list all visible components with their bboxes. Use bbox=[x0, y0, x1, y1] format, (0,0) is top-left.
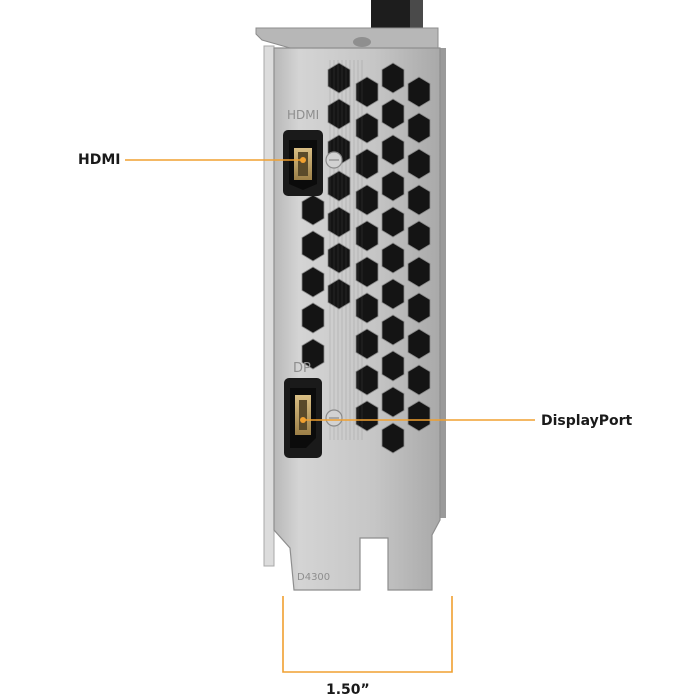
vent-cutout bbox=[355, 112, 379, 144]
vent-cutout bbox=[301, 302, 325, 334]
vent-cutout bbox=[327, 242, 351, 274]
vent-cutout bbox=[301, 194, 325, 226]
bracket-label-model: D4300 bbox=[297, 572, 330, 583]
bracket-right-edge bbox=[440, 48, 446, 518]
bracket-label-hdmi: HDMI bbox=[287, 108, 319, 122]
vent-cutout bbox=[407, 256, 431, 288]
vent-cutout bbox=[327, 170, 351, 202]
hdmi-callout-label: HDMI bbox=[78, 152, 121, 168]
vent-cutout bbox=[301, 338, 325, 370]
vent-cutout bbox=[407, 184, 431, 216]
vent-cutout bbox=[381, 134, 405, 166]
screw-slot bbox=[353, 37, 371, 47]
vent-cutout bbox=[327, 278, 351, 310]
displayport-callout-label: DisplayPort bbox=[541, 413, 633, 429]
width-dimension-bracket bbox=[282, 596, 453, 673]
vent-cutout bbox=[407, 112, 431, 144]
vent-cutout bbox=[381, 350, 405, 382]
vent-cutout bbox=[327, 98, 351, 130]
vent-cutout bbox=[407, 328, 431, 360]
width-dimension-label: 1.50” bbox=[326, 682, 370, 698]
vent-cutout bbox=[381, 422, 405, 454]
vent-cutout bbox=[355, 328, 379, 360]
bracket-side-flange bbox=[263, 45, 275, 567]
vent-cutout bbox=[407, 220, 431, 252]
vent-grid bbox=[301, 60, 431, 454]
hdmi-callout-dot bbox=[300, 157, 306, 163]
vent-cutout bbox=[355, 256, 379, 288]
vent-cutout bbox=[407, 364, 431, 396]
vent-cutout bbox=[381, 98, 405, 130]
vent-cutout bbox=[381, 206, 405, 238]
vent-cutout bbox=[301, 266, 325, 298]
cable-stub-edge bbox=[410, 0, 423, 30]
vent-cutout bbox=[407, 400, 431, 432]
vent-cutout bbox=[355, 364, 379, 396]
vent-cutout bbox=[355, 220, 379, 252]
vent-cutout bbox=[355, 292, 379, 324]
vent-cutout bbox=[407, 292, 431, 324]
bracket-top-tab bbox=[255, 27, 439, 49]
vent-cutout bbox=[381, 62, 405, 94]
vent-cutout bbox=[327, 62, 351, 94]
vent-cutout bbox=[355, 400, 379, 432]
vent-cutout bbox=[355, 148, 379, 180]
vent-cutout bbox=[381, 242, 405, 274]
vent-cutout bbox=[381, 386, 405, 418]
vent-cutout bbox=[301, 230, 325, 262]
vent-cutout bbox=[355, 184, 379, 216]
vent-cutout bbox=[327, 206, 351, 238]
vent-cutout bbox=[355, 76, 379, 108]
vent-cutout bbox=[407, 148, 431, 180]
vent-cutout bbox=[407, 76, 431, 108]
displayport-callout-dot bbox=[300, 417, 306, 423]
bracket-label-dp: DP bbox=[293, 361, 311, 376]
vent-cutout bbox=[381, 170, 405, 202]
vent-cutout bbox=[381, 278, 405, 310]
vent-cutout bbox=[381, 314, 405, 346]
